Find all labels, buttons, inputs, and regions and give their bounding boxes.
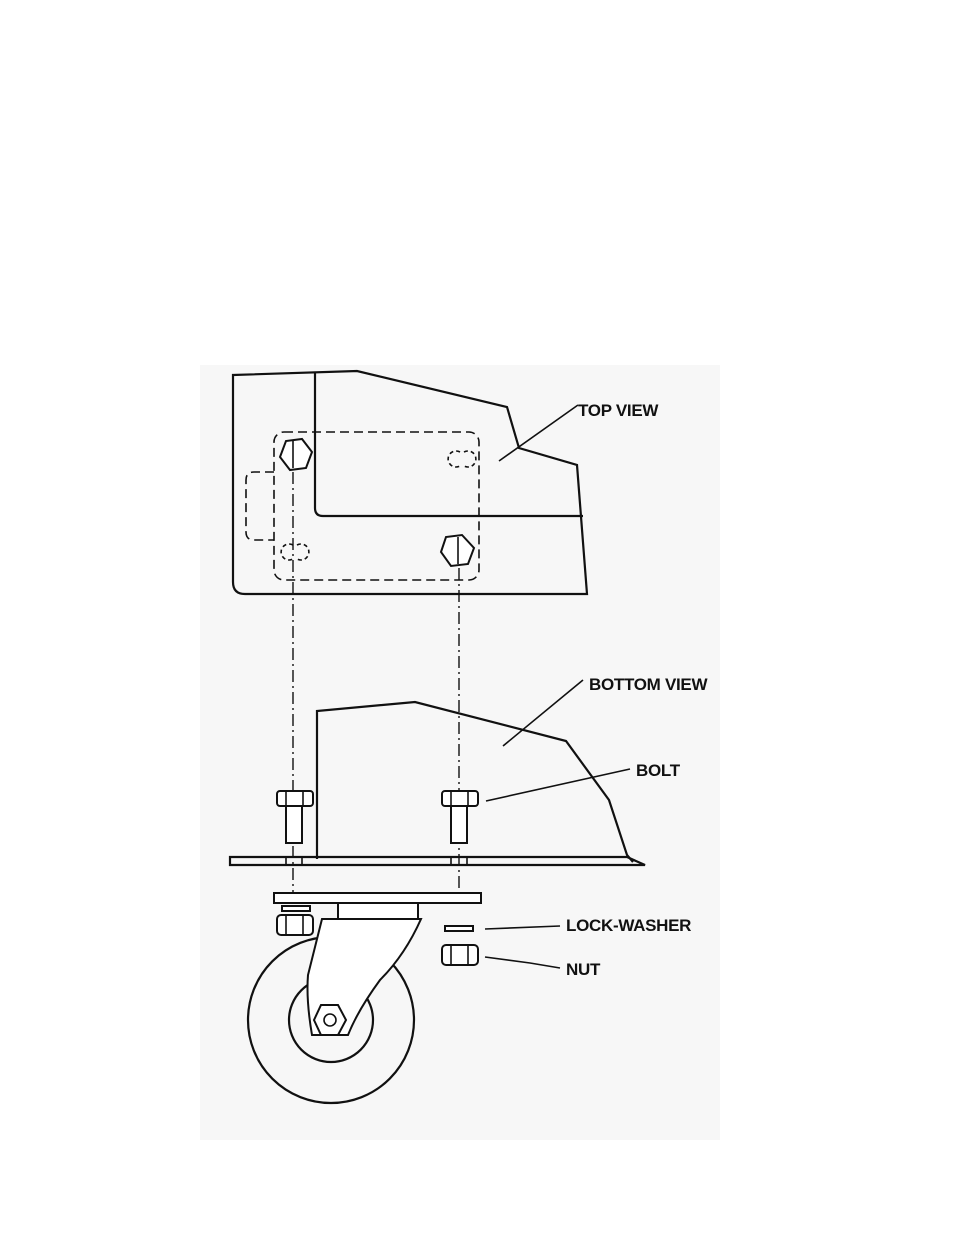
nut-left bbox=[277, 915, 313, 935]
nut-label: NUT bbox=[566, 960, 601, 979]
caster-swivel bbox=[338, 903, 418, 919]
top-view-label: TOP VIEW bbox=[578, 401, 659, 420]
caster-mount-plate bbox=[274, 893, 481, 903]
lock-washer-right bbox=[445, 926, 473, 931]
caster-axle-nut bbox=[314, 1005, 346, 1035]
lock-washer-left bbox=[282, 906, 310, 911]
lock-washer-label: LOCK-WASHER bbox=[566, 916, 691, 935]
bottom-view-label: BOTTOM VIEW bbox=[589, 675, 708, 694]
nut-right bbox=[442, 945, 478, 965]
bolt-label: BOLT bbox=[636, 761, 681, 780]
diagram-panel bbox=[200, 365, 720, 1140]
